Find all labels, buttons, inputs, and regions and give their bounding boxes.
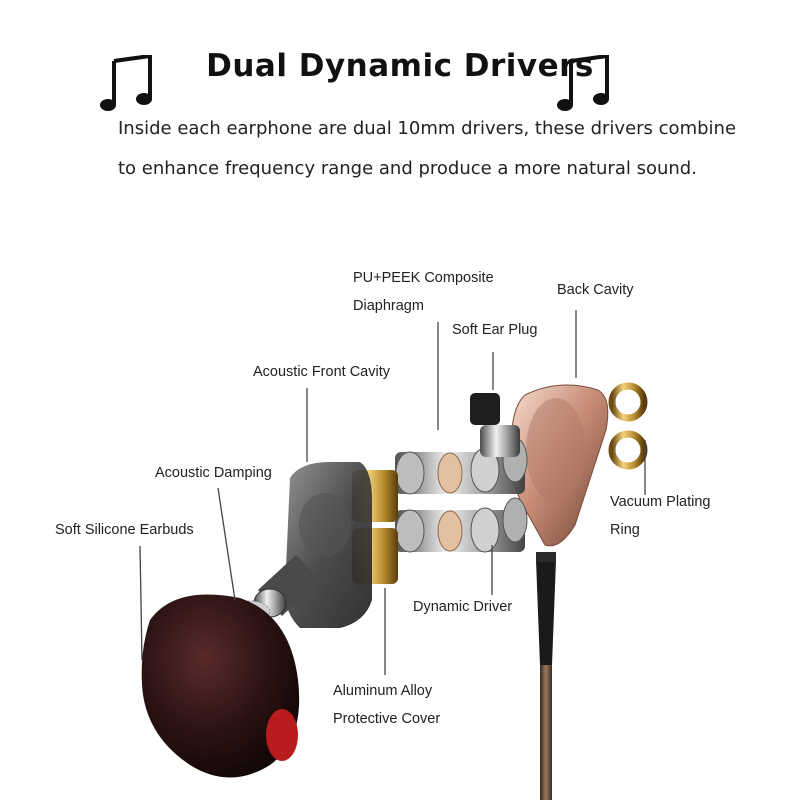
- cable: [536, 552, 556, 800]
- description-line-1: Inside each earphone are dual 10mm drive…: [118, 118, 737, 139]
- music-note-icon: [100, 55, 152, 111]
- label-aluminum-alloy-2: Protective Cover: [333, 711, 441, 727]
- soft-ear-plug: [470, 393, 500, 425]
- soft-silicone-earbud: [141, 594, 300, 778]
- label-soft-ear-plug: Soft Ear Plug: [452, 322, 538, 338]
- label-acoustic-damping: Acoustic Damping: [155, 465, 272, 481]
- label-aluminum-alloy-1: Aluminum Alloy: [333, 683, 433, 699]
- leader-lines: [139, 310, 646, 675]
- label-composite-diaphragm-2: Diaphragm: [353, 298, 424, 314]
- label-vacuum-plating-2: Ring: [610, 522, 640, 538]
- label-composite-diaphragm-1: PU+PEEK Composite: [353, 270, 494, 286]
- description-line-2: to enhance frequency range and produce a…: [118, 158, 697, 179]
- back-cavity: [510, 384, 609, 547]
- label-soft-silicone-earbuds: Soft Silicone Earbuds: [55, 522, 194, 538]
- page-title: Dual Dynamic Drivers: [206, 48, 594, 84]
- dynamic-driver-stack: [395, 425, 528, 553]
- music-note-icon: [557, 55, 609, 111]
- label-dynamic-driver: Dynamic Driver: [413, 599, 513, 615]
- label-acoustic-front-cavity: Acoustic Front Cavity: [253, 364, 390, 380]
- label-vacuum-plating-1: Vacuum Plating: [610, 494, 711, 510]
- vacuum-plating-rings: [608, 382, 648, 470]
- acoustic-front-cavity: [253, 462, 372, 628]
- label-back-cavity: Back Cavity: [557, 282, 634, 298]
